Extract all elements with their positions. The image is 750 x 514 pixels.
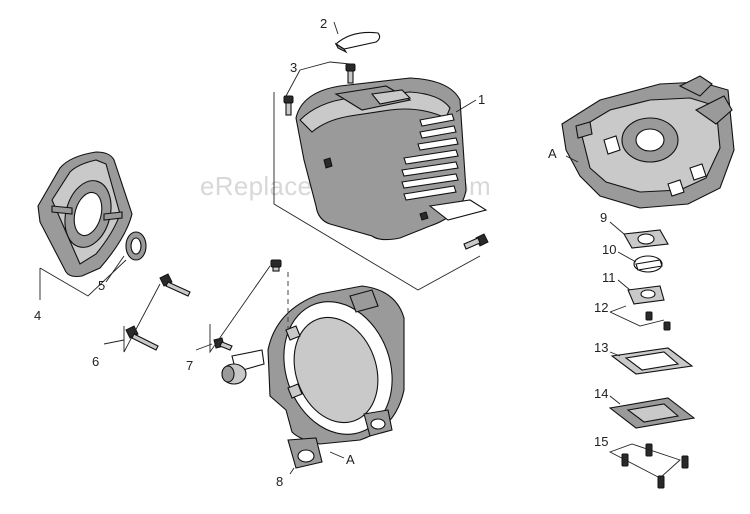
callout-1: 1 [478, 92, 485, 107]
callout-4: 4 [34, 308, 41, 323]
cooling-fins [401, 113, 459, 201]
part-14-reed-plate [608, 397, 696, 429]
screw-3b [283, 95, 294, 116]
screw-7b [213, 337, 233, 351]
callout-10: 10 [602, 242, 616, 257]
part-4-housing [37, 151, 133, 278]
callout-11: 11 [602, 270, 616, 285]
part-15-screws [621, 443, 689, 489]
part-10-plate [633, 255, 663, 273]
part-8-fan-housing [267, 285, 405, 469]
screw-7a [270, 259, 282, 272]
callout-2: 2 [320, 16, 327, 31]
callout-8: 8 [276, 474, 283, 489]
part-5-seal [125, 231, 147, 261]
part-7-primer-bulb [221, 349, 265, 385]
callout-5: 5 [98, 278, 105, 293]
callout-a-top: A [548, 146, 557, 161]
screw-3a [345, 63, 356, 84]
crankcase [561, 75, 735, 209]
callout-12: 12 [594, 300, 608, 315]
callout-15: 15 [594, 434, 608, 449]
part-9-gasket [623, 229, 669, 249]
callout-a-bottom: A [346, 452, 355, 467]
callout-9: 9 [600, 210, 607, 225]
screw-cover-side [463, 233, 489, 250]
part-12-screws [645, 311, 671, 331]
part-11-washer [627, 285, 665, 305]
callout-14: 14 [594, 386, 608, 401]
part-1-engine-cover [295, 77, 488, 241]
callout-13: 13 [594, 340, 608, 355]
callout-3: 3 [290, 60, 297, 75]
part-2-cap [334, 31, 381, 54]
callout-7: 7 [186, 358, 193, 373]
screw-6a [159, 273, 191, 297]
part-13-gasket-frame [610, 347, 694, 375]
callout-6: 6 [92, 354, 99, 369]
screw-6b [125, 325, 159, 351]
